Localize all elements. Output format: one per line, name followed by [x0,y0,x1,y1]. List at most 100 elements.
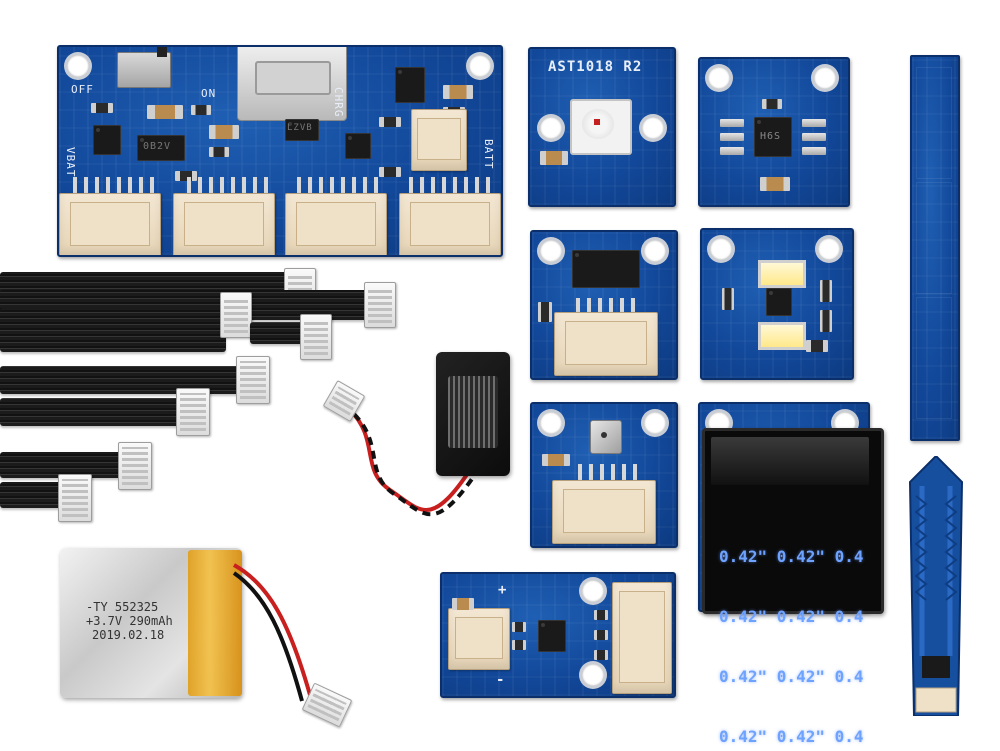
module-connector [554,312,658,376]
connector-pins [576,298,636,316]
battery-line-2: +3.7V 290mAh [86,614,173,628]
switch-knob [157,47,167,57]
micro-usb-opening [255,61,331,95]
capacitor [760,177,790,191]
mount-hole [582,664,604,686]
speaker-wire [348,408,476,517]
output-connector-1 [59,193,161,255]
mosfet-chip [285,119,319,141]
output-connector-2 [173,193,275,255]
ribbon-cable [0,482,64,508]
mount-hole [642,117,664,139]
sensor-ic-module: H6S [698,57,850,207]
sensor-chip [754,117,792,157]
rgb-led-module: AST1018 R2 [528,47,676,207]
oled-screen: 0.42" 0.42" 0.4 0.42" 0.42" 0.4 0.42" 0.… [702,428,884,746]
oled-row: 0.42" 0.42" 0.4 [719,547,864,566]
cable-plug [364,282,396,328]
slide-switch [117,52,171,88]
pad [720,147,744,155]
vbat-label: VBAT [64,147,77,178]
batt-label: BATT [482,139,495,170]
chip-marking: H6S [760,131,782,142]
kapton-tape [188,550,242,696]
cable-plug [220,292,252,338]
mount-hole [710,238,732,260]
sensor-port [601,432,607,438]
charger-chip [137,135,185,161]
resistor [379,117,401,127]
connector-pins [297,177,383,195]
capacitor [542,454,570,466]
touch-strip [910,55,960,441]
environment-sensor-module [530,402,678,548]
cable-plug [300,314,332,360]
resistor [820,280,832,302]
battery-connector [411,109,467,171]
resistor [175,171,197,181]
battery-line-3: 2019.02.18 [92,628,165,642]
motor-connector [448,608,510,670]
switch-on-label: ON [201,87,217,100]
capacitor [443,85,473,99]
connector-pins [409,177,495,195]
mount-hole [644,412,666,434]
oled-display-text: 0.42" 0.42" 0.4 0.42" 0.42" 0.4 0.42" 0.… [719,507,864,751]
ribbon-cable [250,322,306,344]
connector-pins [73,177,159,195]
cable-plug [236,356,270,404]
switch-off-label: OFF [71,83,94,96]
resistor [512,622,526,632]
strip-pad [916,67,952,179]
mount-hole [818,238,840,260]
resistor [379,167,401,177]
chrg-label: CHRG [332,87,345,118]
resistor [512,640,526,650]
capacitor [540,151,568,165]
strip-pad [916,297,952,419]
module-chip [572,250,640,288]
regulator-chip [93,125,121,155]
resistor [594,630,608,640]
module-connector [552,480,656,544]
pad [802,119,826,127]
inductor [395,67,425,103]
cable-plug [58,474,92,522]
battery-line-1: -TY 552325 [86,600,159,614]
led-chip [594,119,600,125]
mount-hole [540,117,562,139]
connector-pins [578,464,638,482]
oled-row: 0.42" 0.42" 0.4 [719,727,864,746]
ribbon-cable [0,308,226,352]
cable-plug [176,388,210,436]
oled-row: 0.42" 0.42" 0.4 [719,667,864,686]
capacitor [209,125,239,139]
chip-marking-2: LZVB [287,123,313,133]
strip-pad [916,182,952,294]
cable-plug [118,442,152,490]
resistor [594,610,608,620]
resistor [91,103,113,113]
module-connector [612,582,672,694]
driver-chip [538,620,566,652]
protection-chip [345,133,371,159]
white-led [758,260,806,288]
resistor [209,147,229,157]
plus-label: + [498,582,508,598]
resistor [722,288,734,310]
white-led-module [700,228,854,380]
resistor [594,650,608,660]
ribbon-cable [0,398,182,426]
soil-moisture-sensor [908,456,964,716]
output-connector-4 [399,193,501,255]
chip-marking: 0B2V [143,141,172,152]
resistor [762,99,782,109]
pad [802,147,826,155]
battery-wires [232,563,312,702]
white-led [758,322,806,350]
mount-hole [540,240,562,262]
mount-hole [540,412,562,434]
mount-hole [644,240,666,262]
module-title: AST1018 R2 [548,59,643,75]
